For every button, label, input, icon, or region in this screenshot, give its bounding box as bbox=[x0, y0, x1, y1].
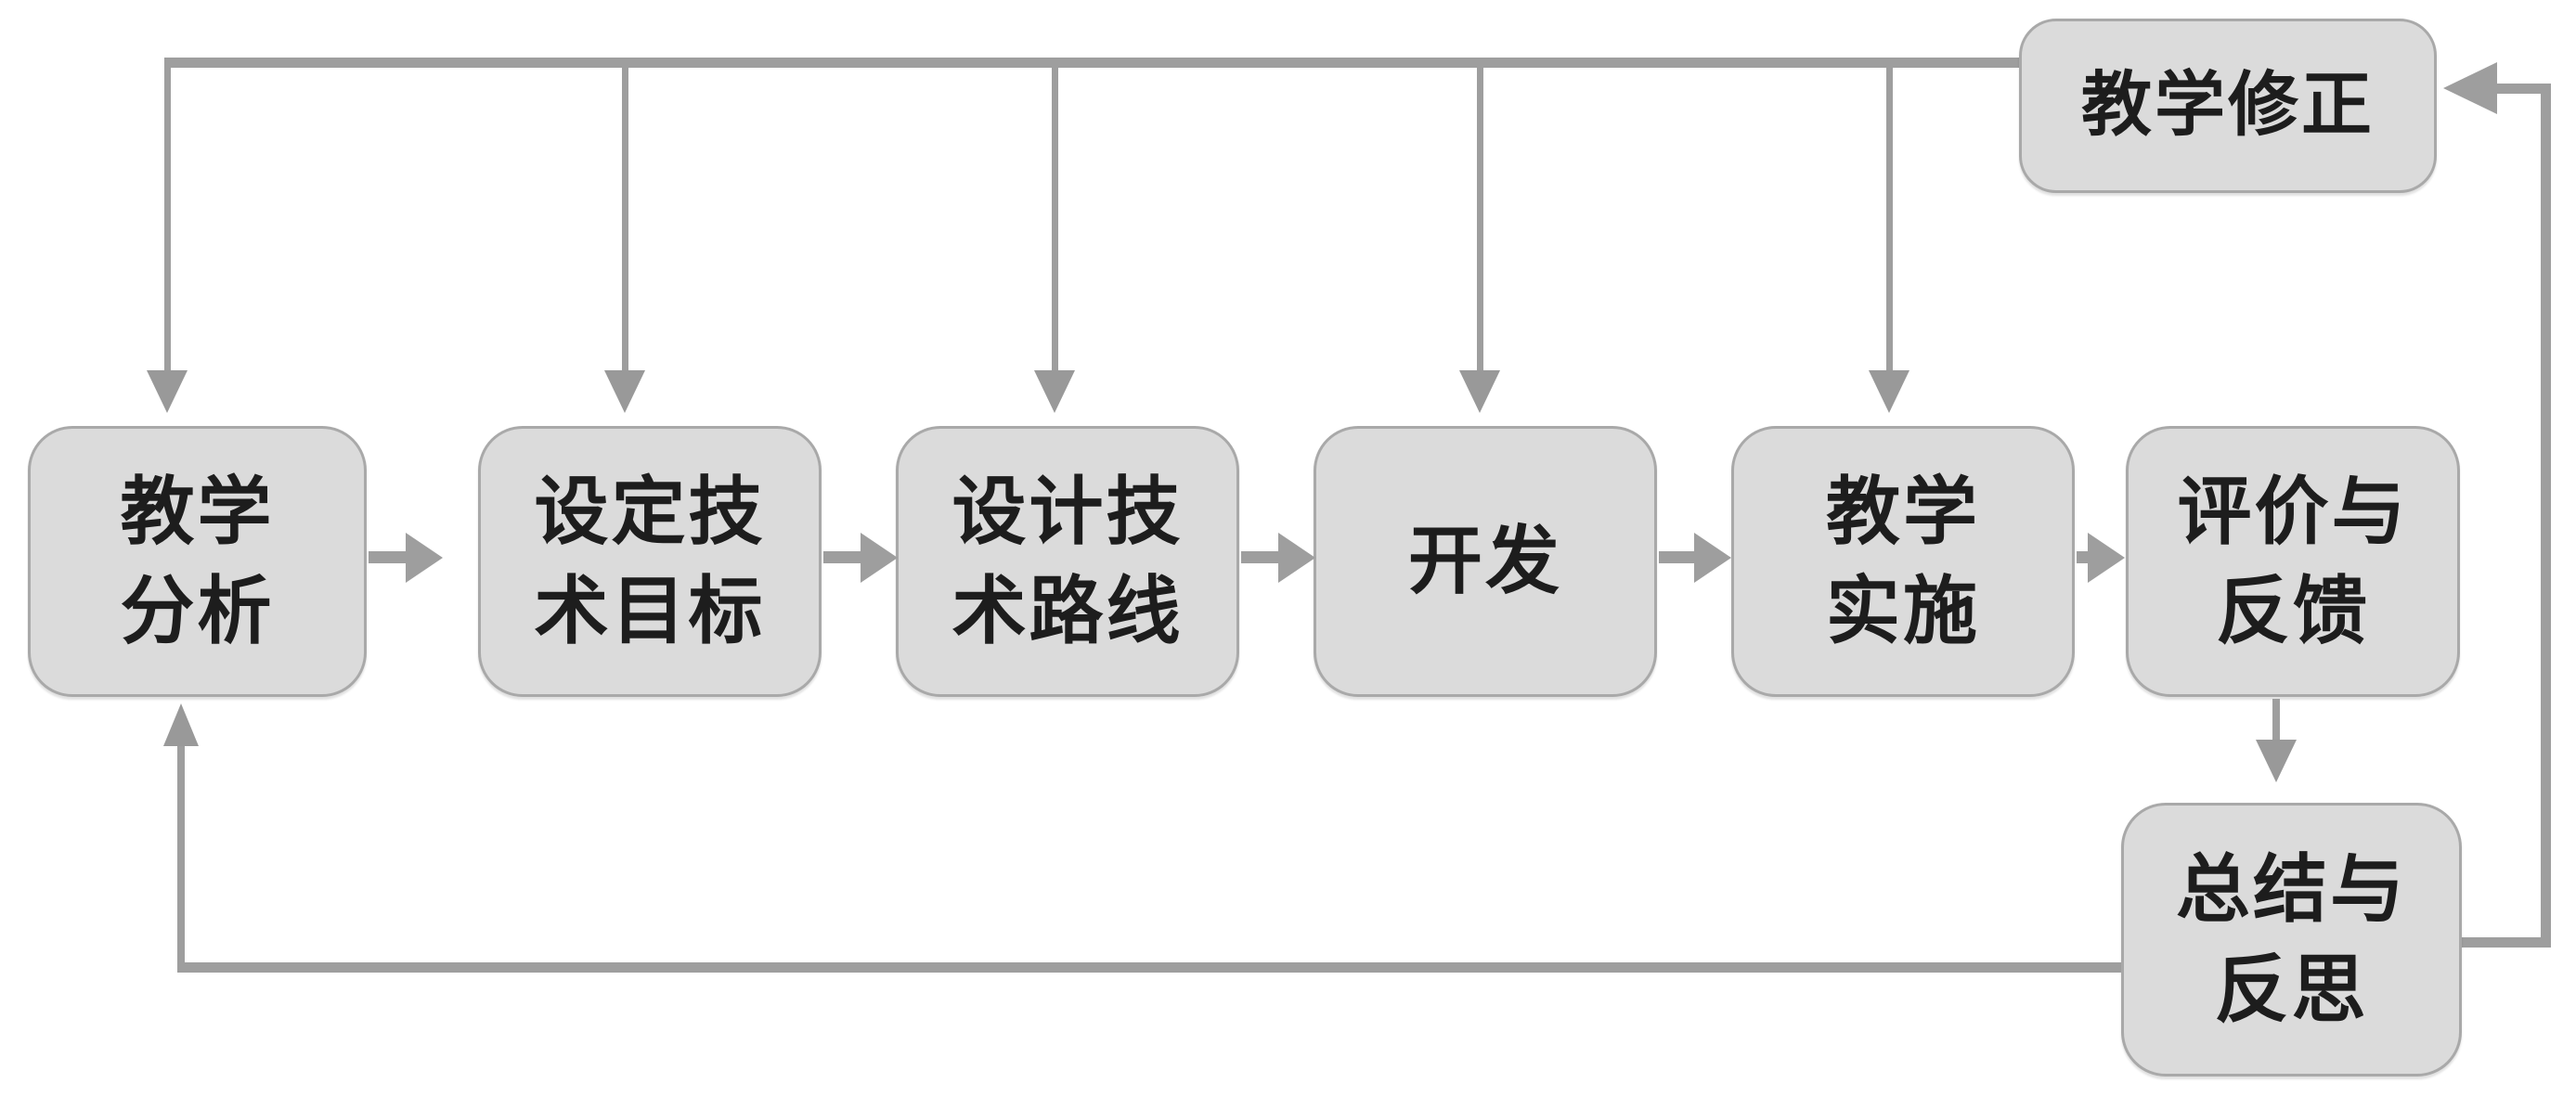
node-label: 术路线 bbox=[951, 570, 1184, 652]
arrowhead-down-icon bbox=[147, 370, 188, 413]
node-label: 总结与 bbox=[2176, 848, 2407, 932]
node-label: 术目标 bbox=[534, 570, 766, 652]
node-label: 教学 bbox=[1826, 470, 1980, 553]
arrowhead-down-icon bbox=[604, 370, 645, 413]
arrowhead-down-icon bbox=[1034, 370, 1075, 413]
edge-correction-to-analysis bbox=[164, 58, 171, 370]
edge-correction-to-development bbox=[1477, 68, 1483, 370]
edge-analysis-to-goals bbox=[369, 551, 406, 563]
edge-summary-to-analysis-horizontal bbox=[177, 962, 2121, 973]
node-development: 开发 bbox=[1314, 426, 1657, 697]
node-label: 评价与 bbox=[2177, 470, 2409, 553]
node-summary-reflection: 总结与 反思 bbox=[2121, 803, 2462, 1077]
arrowhead-right-icon bbox=[406, 533, 443, 583]
edge-summary-to-correction-horizontal bbox=[2462, 937, 2551, 948]
node-design-tech-route: 设计技 术路线 bbox=[896, 426, 1239, 697]
node-label: 反思 bbox=[2214, 948, 2369, 1031]
node-teaching-implementation: 教学 实施 bbox=[1731, 426, 2075, 697]
edge-correction-to-route bbox=[1052, 68, 1058, 370]
node-label: 开发 bbox=[1408, 520, 1562, 603]
arrowhead-right-icon bbox=[1278, 533, 1315, 583]
edge-correction-to-implementation bbox=[1886, 68, 1893, 370]
node-label: 反馈 bbox=[2216, 570, 2370, 652]
node-teaching-correction: 教学修正 bbox=[2019, 19, 2437, 193]
arrowhead-right-icon bbox=[2088, 533, 2125, 583]
edge-goals-to-route bbox=[823, 551, 861, 563]
node-teaching-analysis: 教学 分析 bbox=[28, 426, 367, 697]
arrowhead-down-icon bbox=[2256, 740, 2297, 782]
edge-summary-to-correction-shaft bbox=[2497, 84, 2551, 94]
node-label: 设定技 bbox=[534, 470, 766, 553]
edge-implementation-to-evaluation bbox=[2077, 551, 2090, 563]
node-evaluation-feedback: 评价与 反馈 bbox=[2126, 426, 2460, 697]
node-set-tech-goals: 设定技 术目标 bbox=[478, 426, 822, 697]
edge-summary-to-analysis-vertical bbox=[177, 744, 185, 973]
node-label: 实施 bbox=[1826, 570, 1980, 652]
edge-evaluation-to-summary bbox=[2272, 699, 2280, 740]
arrowhead-right-icon bbox=[1694, 533, 1731, 583]
node-label: 分析 bbox=[120, 570, 275, 652]
arrowhead-right-icon bbox=[861, 533, 898, 583]
edge-route-to-development bbox=[1241, 551, 1278, 563]
arrowhead-down-icon bbox=[1459, 370, 1500, 413]
edge-summary-to-correction-vertical bbox=[2541, 84, 2551, 948]
node-label: 设计技 bbox=[951, 470, 1184, 553]
arrowhead-up-icon bbox=[163, 703, 199, 746]
node-label: 教学修正 bbox=[2081, 66, 2375, 146]
edge-correction-to-goals bbox=[622, 68, 628, 370]
node-label: 教学 bbox=[120, 470, 275, 553]
arrowhead-down-icon bbox=[1869, 370, 1909, 413]
edge-correction-top-line bbox=[164, 58, 2019, 68]
edge-development-to-implementation bbox=[1659, 551, 1694, 563]
arrowhead-left-icon bbox=[2443, 62, 2497, 114]
